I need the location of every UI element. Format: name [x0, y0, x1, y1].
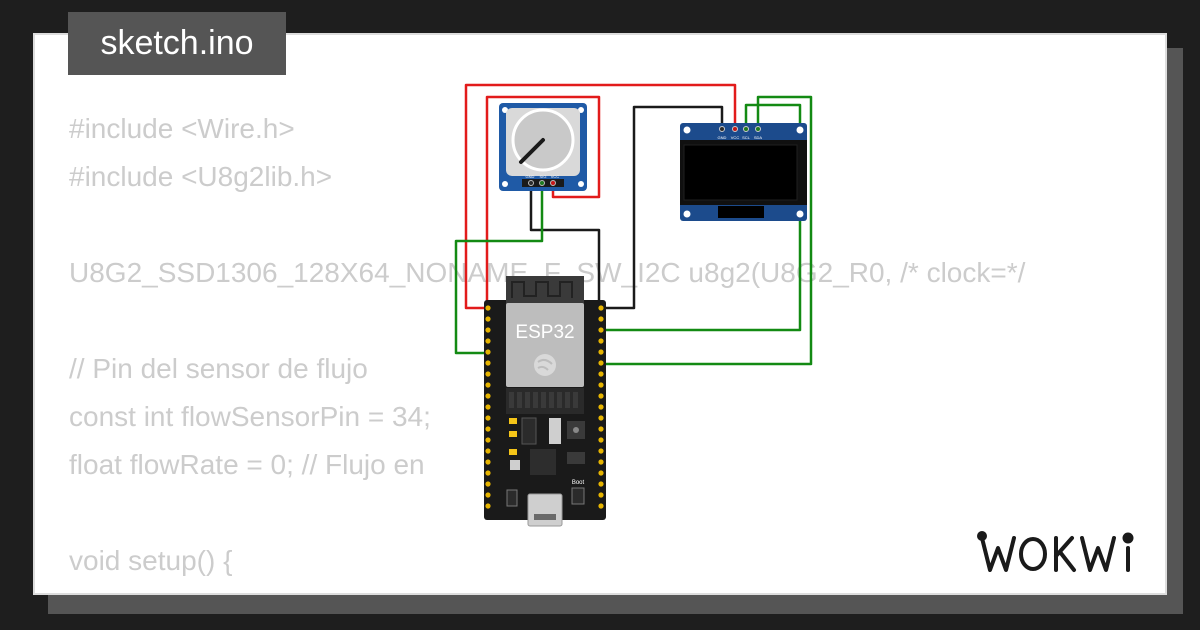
- usb-port: [527, 493, 563, 527]
- header-pin: [485, 437, 491, 443]
- header-pin: [598, 426, 604, 432]
- header-pin: [485, 426, 491, 432]
- header-pin: [485, 492, 491, 498]
- wire-green: [599, 95, 813, 366]
- code-line: // Pin del sensor de flujo: [69, 353, 368, 384]
- header-pin: [598, 327, 604, 333]
- header-pin: [485, 404, 491, 410]
- potentiometer[interactable]: GND SIG VCC: [499, 103, 587, 191]
- pot-pin-label: GND: [526, 174, 535, 179]
- espressif-logo-icon: [534, 354, 556, 376]
- header-pin: [485, 393, 491, 399]
- header-pin: [598, 305, 604, 311]
- header-pin: [598, 338, 604, 344]
- header-pin: [598, 404, 604, 410]
- oled-pin-label: SDA: [754, 135, 763, 140]
- oled-screen: [683, 144, 798, 201]
- header-pin: [485, 360, 491, 366]
- wire-green: [454, 184, 544, 355]
- header-pin: [485, 503, 491, 509]
- code-line: void setup() {: [69, 545, 233, 576]
- header-pin: [485, 349, 491, 355]
- pot-pin-label: SIG: [540, 174, 547, 179]
- code-line: const int flowSensorPin = 34;: [69, 401, 431, 432]
- esp32-label: ESP32: [515, 322, 574, 343]
- code-preview: #include <Wire.h> #include <U8g2lib.h> U8G…: [69, 105, 1026, 593]
- header-pin: [485, 470, 491, 476]
- header-pin: [485, 481, 491, 487]
- oled-display[interactable]: GND VCC SCL SDA: [680, 123, 807, 221]
- code-line: #include <U8g2lib.h>: [69, 161, 333, 192]
- header-pin: [598, 481, 604, 487]
- pot-knob-indicator: [519, 138, 545, 164]
- header-pin: [598, 459, 604, 465]
- oled-pin-label: VCC: [731, 135, 740, 140]
- header-pin: [598, 393, 604, 399]
- header-pin: [485, 338, 491, 344]
- code-line: float flowRate = 0; // Flujo en: [69, 449, 425, 480]
- header-pin: [598, 382, 604, 388]
- code-line: U8G2_SSD1306_128X64_NONAME_F_SW_I2C u8g2…: [69, 257, 1026, 288]
- wire-green: [599, 103, 802, 332]
- header-pin: [598, 371, 604, 377]
- wire-black: [529, 184, 601, 312]
- oled-pin-label: GND: [718, 135, 727, 140]
- wokwi-logo: [977, 531, 1134, 572]
- header-pin: [598, 415, 604, 421]
- pot-pin-label: VCC: [551, 174, 560, 179]
- header-pin: [598, 360, 604, 366]
- header-pin: [485, 448, 491, 454]
- code-line: #include <Wire.h>: [69, 113, 295, 144]
- header-pin: [598, 503, 604, 509]
- header-pin: [598, 492, 604, 498]
- header-pin: [485, 316, 491, 322]
- oled-pin-label: SCL: [742, 135, 751, 140]
- header-pin: [598, 437, 604, 443]
- header-pin: [485, 305, 491, 311]
- header-pin: [485, 371, 491, 377]
- header-pin: [598, 349, 604, 355]
- filename-tab[interactable]: sketch.ino: [68, 12, 286, 75]
- wire-black: [599, 105, 724, 310]
- esp32-board[interactable]: ESP32 Boot: [484, 276, 606, 527]
- header-pin: [598, 316, 604, 322]
- boot-button[interactable]: [571, 487, 585, 505]
- header-pin: [485, 382, 491, 388]
- esp32-module: [506, 303, 584, 387]
- header-pin: [485, 415, 491, 421]
- header-pin: [485, 327, 491, 333]
- boot-label: Boot: [572, 480, 585, 486]
- wire-red: [464, 83, 737, 310]
- header-pin: [485, 459, 491, 465]
- header-pin: [598, 470, 604, 476]
- en-button[interactable]: [506, 489, 518, 507]
- header-pin: [598, 448, 604, 454]
